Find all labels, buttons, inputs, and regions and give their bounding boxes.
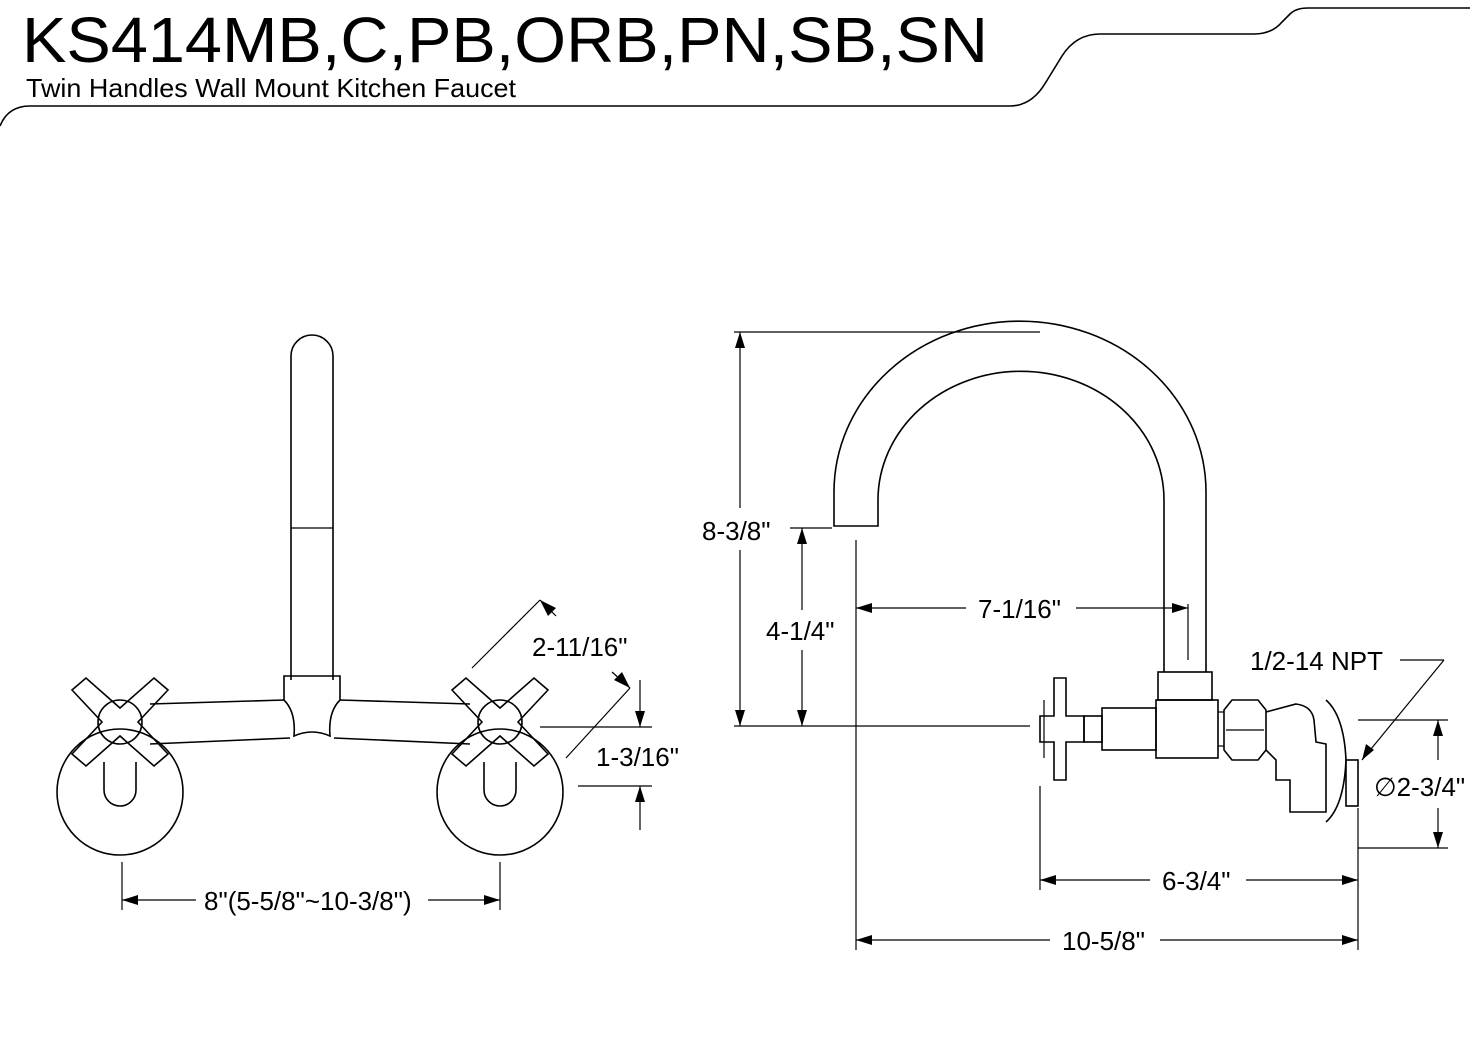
front-body-bar	[149, 699, 471, 738]
front-spout-collar	[283, 675, 341, 700]
arrow	[614, 672, 630, 688]
spout-height-label: 4-1/4"	[766, 616, 835, 646]
gooseneck-outer	[833, 320, 1207, 672]
front-view: 2-11/16" 1-3/16" 8"(5-5/8"~10-3/8")	[56, 334, 679, 916]
flange-diameter-label: ∅2-3/4"	[1374, 772, 1465, 802]
front-spout-riser	[290, 334, 334, 680]
flange-plate	[1345, 759, 1359, 807]
arrow	[735, 710, 745, 726]
left-cross-handle	[70, 676, 170, 768]
arrow	[1040, 875, 1056, 885]
arrow	[735, 332, 745, 348]
right-cross-handle	[450, 676, 550, 768]
overall-height-label: 8-3/8"	[702, 516, 771, 546]
arrow	[1433, 720, 1443, 736]
arrow	[484, 895, 500, 905]
right-handle-hub	[477, 699, 523, 745]
side-view: 8-3/8" 4-1/4" 7-1/16" 1/2-14 NPT ∅2-3/4"	[702, 320, 1465, 956]
wall-flange	[1325, 699, 1347, 823]
valve-bonnet	[1101, 707, 1157, 751]
arrow	[635, 786, 645, 802]
arrow	[797, 528, 807, 544]
handle-rotation-label: 2-11/16"	[532, 632, 627, 662]
coupling-nut	[1223, 699, 1267, 761]
valve-body	[1155, 699, 1219, 759]
valve-stem-cap	[1083, 715, 1103, 743]
model-number-title: KS414MB,C,PB,ORB,PN,SB,SN	[22, 4, 988, 76]
side-cross-handle	[1039, 677, 1085, 781]
product-subtitle: Twin Handles Wall Mount Kitchen Faucet	[26, 73, 517, 103]
spout-reach-label: 7-1/16"	[978, 594, 1061, 624]
title-block: KS414MB,C,PB,ORB,PN,SB,SN Twin Handles W…	[0, 4, 1470, 127]
arrow	[635, 711, 645, 727]
arrow	[540, 600, 556, 616]
handle-rotation-ext-1	[471, 599, 541, 669]
left-handle-hub	[97, 699, 143, 745]
arrow	[1172, 603, 1188, 613]
arrow	[856, 935, 872, 945]
arrow	[122, 895, 138, 905]
right-escutcheon	[436, 728, 564, 856]
right-valve-stem	[483, 762, 517, 807]
handle-rotation-ext-2	[565, 687, 631, 759]
left-valve-stem	[103, 762, 137, 807]
front-body-bar-bottom	[149, 737, 471, 745]
arrow	[1342, 935, 1358, 945]
handle-height-label: 1-3/16"	[596, 742, 679, 772]
title-frame-line	[0, 7, 1470, 127]
spout-base	[1157, 671, 1213, 701]
arrow	[1433, 832, 1443, 848]
inlet-thread-label: 1/2-14 NPT	[1250, 646, 1383, 676]
arrow	[797, 710, 807, 726]
arrow	[1342, 875, 1358, 885]
left-escutcheon	[56, 728, 184, 856]
center-spread-label: 8"(5-5/8"~10-3/8")	[204, 886, 412, 916]
arrow	[856, 603, 872, 613]
body-depth-label: 6-3/4"	[1162, 866, 1231, 896]
arrow	[1362, 744, 1374, 760]
offset-elbow	[1265, 703, 1327, 813]
npt-leader	[1361, 659, 1445, 761]
overall-depth-label: 10-5/8"	[1062, 926, 1145, 956]
